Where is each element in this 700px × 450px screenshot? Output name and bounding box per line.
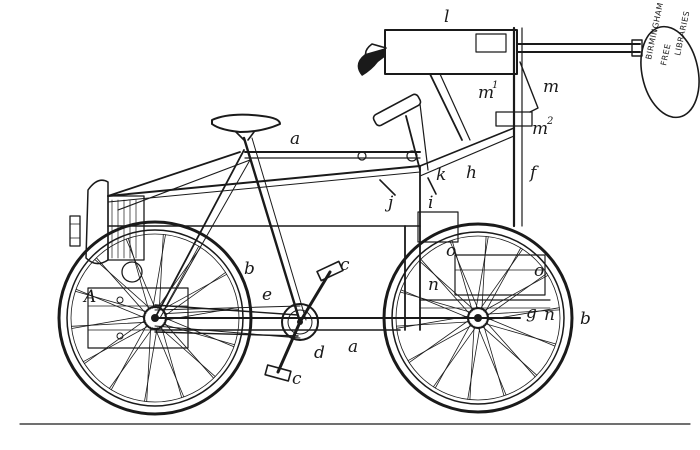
- pedal-crank: [154, 260, 344, 382]
- machine-gun: [357, 29, 643, 141]
- label-j: j: [384, 193, 394, 213]
- wheel-spoke: [144, 327, 158, 402]
- wheel-spoke: [481, 235, 487, 311]
- wheel-spoke: [467, 326, 481, 400]
- wheel-spoke: [485, 321, 536, 378]
- label-e: e: [262, 285, 272, 305]
- wheel-spoke: [71, 321, 147, 327]
- label-k: k: [436, 165, 446, 185]
- label-m2: m: [532, 119, 548, 139]
- label-m1-sup: 1: [492, 80, 498, 91]
- wheel-spoke: [408, 319, 470, 364]
- label-c-bottom: c: [292, 369, 302, 389]
- wheel-spoke: [84, 319, 146, 365]
- wheel-spoke: [407, 324, 473, 362]
- wheel-spoke: [96, 257, 147, 315]
- wheel-spoke: [481, 325, 538, 376]
- wheel-spoke: [163, 321, 215, 379]
- label-h: h: [466, 163, 477, 183]
- wheel-spoke: [154, 327, 185, 398]
- label-f: f: [528, 163, 539, 183]
- wheel-spoke: [475, 236, 489, 310]
- label-i: i: [428, 193, 433, 213]
- label-A: A: [82, 287, 96, 307]
- wheel-spoke: [162, 245, 200, 313]
- library-stamp: [640, 25, 700, 119]
- wheel-spoke: [400, 289, 470, 319]
- wheel-spoke: [152, 234, 166, 309]
- wheel-spoke: [477, 326, 507, 396]
- wheel-spoke: [164, 271, 226, 317]
- wheel-spoke: [395, 321, 471, 327]
- wheel-spoke: [483, 324, 505, 397]
- wheel-spoke: [418, 260, 475, 311]
- vehicle-frame: [107, 26, 551, 337]
- wheel-spoke: [483, 274, 549, 312]
- wheel-spoke: [399, 291, 472, 313]
- wheel-spoke: [469, 325, 475, 401]
- label-o-top: o: [446, 241, 456, 261]
- wheel-spoke: [109, 327, 154, 389]
- wheel-spoke: [484, 247, 522, 313]
- wheel-spoke: [160, 273, 228, 311]
- label-l: l: [444, 7, 449, 27]
- label-n-right: n: [544, 305, 555, 325]
- wheel-spoke: [451, 239, 473, 312]
- wheel-spoke: [484, 323, 557, 345]
- wheel-spoke: [125, 238, 156, 309]
- wheel-spoke: [485, 309, 560, 315]
- wheel-spoke: [156, 247, 202, 309]
- label-g: g: [526, 303, 537, 323]
- label-m2-sup: 2: [546, 116, 553, 127]
- label-b-front: b: [580, 309, 591, 329]
- wheel-spoke: [158, 326, 216, 378]
- wheel-spoke: [146, 326, 152, 403]
- wheel-spoke: [420, 258, 471, 315]
- label-a-bottom: a: [348, 337, 358, 357]
- label-b-rear: b: [244, 259, 255, 279]
- wheel-spoke: [158, 233, 164, 310]
- stamp-line-2: FREE: [659, 43, 672, 67]
- label-m: m: [543, 77, 559, 97]
- wheel-spoke: [432, 326, 477, 388]
- wheel-spoke: [94, 258, 152, 310]
- label-a-top: a: [290, 129, 300, 149]
- label-o-right: o: [534, 261, 544, 281]
- wheel-spoke: [164, 317, 235, 348]
- wheel-spoke: [160, 325, 183, 399]
- wheel-spoke: [110, 323, 148, 391]
- wheel-spoke: [449, 240, 479, 310]
- wheel-spoke: [71, 315, 146, 329]
- wheel-spoke: [127, 237, 150, 311]
- label-m1: m: [478, 83, 494, 103]
- wheel-spoke: [434, 323, 472, 389]
- label-c-top: c: [340, 255, 350, 275]
- label-n-left: n: [428, 275, 439, 295]
- wheel-spoke: [82, 325, 150, 363]
- label-d: d: [314, 343, 325, 363]
- wheel-spoke: [74, 290, 148, 313]
- stamp-line-3: LIBRARIES: [673, 10, 691, 56]
- saddle: [211, 113, 281, 141]
- handlebar: [357, 93, 515, 196]
- wheel-spoke: [479, 248, 523, 310]
- wheel-spoke: [486, 317, 556, 347]
